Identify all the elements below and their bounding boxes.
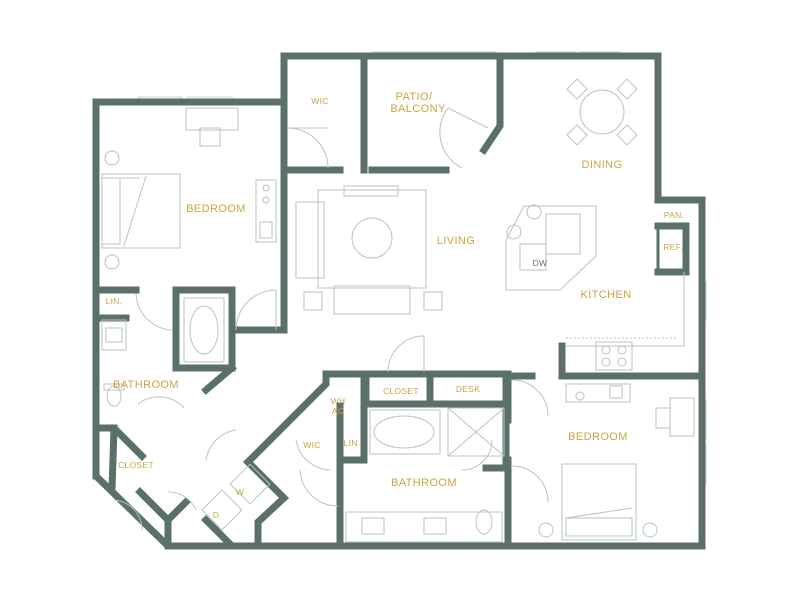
room-labels: BEDROOM WIC PATIO/ BALCONY DINING LIVING… [106, 91, 684, 520]
label-living: LIVING [437, 235, 475, 247]
label-dishwasher: DW [533, 258, 548, 268]
label-pantry: PAN. [664, 210, 684, 220]
label-dryer: D [213, 510, 219, 520]
label-bedroom-left: BEDROOM [186, 203, 246, 215]
label-wic-bottom: WIC [303, 440, 320, 450]
label-water-heater-line1: WH [331, 396, 346, 406]
label-closet-center: CLOSET [383, 386, 419, 396]
label-washer: W [236, 487, 244, 497]
label-kitchen: KITCHEN [580, 289, 631, 301]
label-linen-center: LIN. [344, 438, 361, 448]
fixtures [101, 78, 695, 543]
label-bathroom-left: BATHROOM [113, 379, 179, 391]
label-bedroom-right: BEDROOM [568, 431, 628, 443]
label-dining: DINING [582, 159, 623, 171]
label-desk: DESK [456, 384, 480, 394]
label-wic-top: WIC [311, 96, 328, 106]
label-closet-left: CLOSET [118, 460, 154, 470]
label-water-heater-line2: AC [332, 406, 344, 416]
label-patio-line2: BALCONY [390, 103, 446, 115]
doors [113, 107, 549, 531]
walls [92, 52, 706, 550]
label-refrigerator: REF. [663, 242, 683, 252]
label-linen-left: LIN. [106, 296, 123, 306]
label-patio-line1: PATIO/ [396, 91, 433, 103]
label-bathroom-center: BATHROOM [391, 477, 457, 489]
